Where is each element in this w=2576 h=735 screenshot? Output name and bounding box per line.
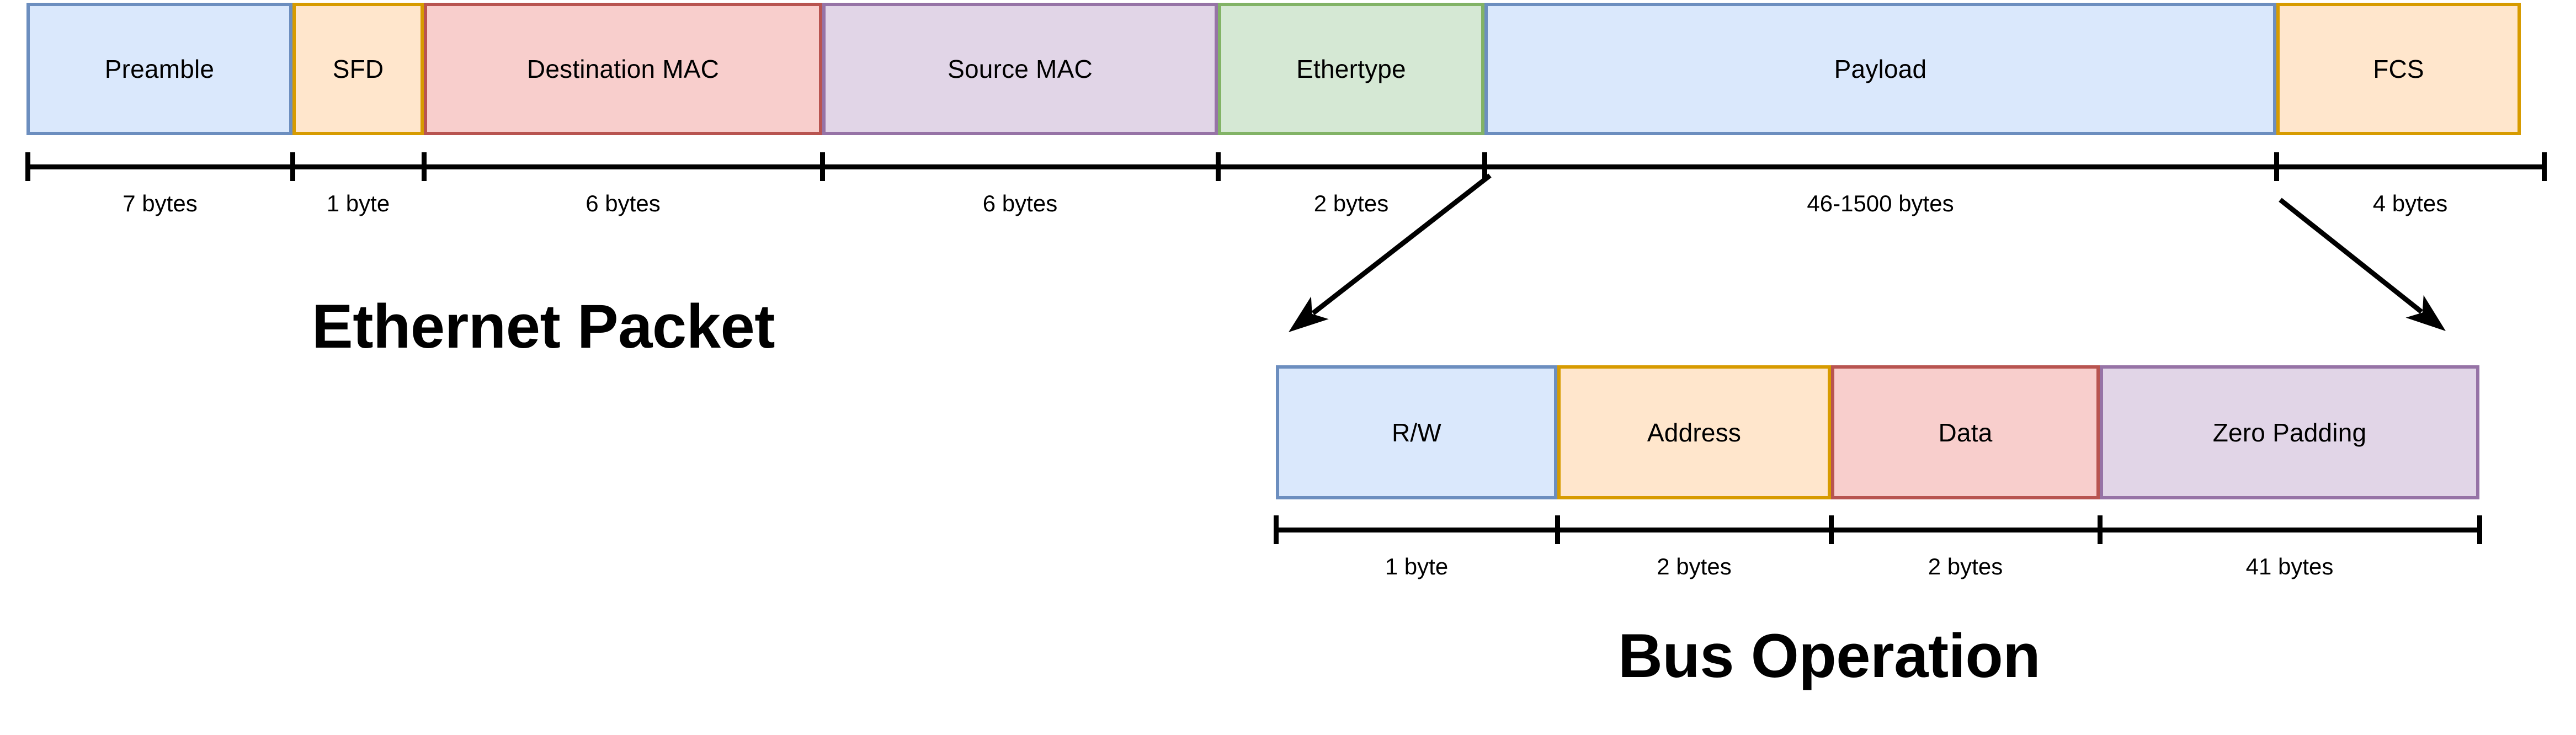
ethernet-field-sfd: SFD xyxy=(292,3,424,135)
bus-size-label-r-w: 1 byte xyxy=(1385,553,1449,579)
ethernet-size-label-payload: 46-1500 bytes xyxy=(1807,190,1954,216)
bus-ruler-tick xyxy=(2477,515,2482,544)
ethernet-field-label: FCS xyxy=(2373,55,2424,83)
ethernet-field-destination-mac: Destination MAC xyxy=(424,3,822,135)
ethernet-ruler-tick xyxy=(1216,152,1221,181)
ethernet-ruler-tick xyxy=(820,152,825,181)
bus-ruler-tick xyxy=(1274,515,1279,544)
ethernet-ruler-tick xyxy=(422,152,427,181)
ethernet-ruler-tick xyxy=(2274,152,2279,181)
ethernet-field-label: SFD xyxy=(332,55,384,83)
arrow-head xyxy=(2405,295,2446,331)
ethernet-field-payload: Payload xyxy=(1484,3,2276,135)
ethernet-field-preamble: Preamble xyxy=(26,3,292,135)
bus-operation-title: Bus Operation xyxy=(1618,621,2041,690)
bus-size-label-address: 2 bytes xyxy=(1657,553,1732,579)
ethernet-size-label-fcs: 4 bytes xyxy=(2372,190,2448,216)
ethernet-size-label-sfd: 1 byte xyxy=(326,190,390,216)
ethernet-field-source-mac: Source MAC xyxy=(822,3,1218,135)
bus-ruler-tick xyxy=(2098,515,2103,544)
arrow-head xyxy=(1289,296,1329,332)
ethernet-ruler-tick xyxy=(25,152,30,181)
ethernet-size-label-source-mac: 6 bytes xyxy=(982,190,1058,216)
bus-field-data: Data xyxy=(1831,365,2100,499)
ethernet-field-label: Destination MAC xyxy=(526,55,720,83)
ethernet-field-label: Preamble xyxy=(104,55,215,83)
ethernet-ruler-tick xyxy=(2542,152,2547,181)
ethernet-ruler-line xyxy=(28,164,2544,169)
bus-field-label: Zero Padding xyxy=(2212,418,2367,447)
ethernet-size-label-ethertype: 2 bytes xyxy=(1313,190,1389,216)
bus-ruler-tick xyxy=(1555,515,1560,544)
ethernet-size-label-destination-mac: 6 bytes xyxy=(586,190,661,216)
bus-field-label: R/W xyxy=(1391,418,1442,447)
bus-field-label: Data xyxy=(1938,418,1993,447)
ethernet-field-label: Source MAC xyxy=(948,55,1093,83)
bus-size-label-zero-padding: 41 bytes xyxy=(2245,553,2334,579)
bus-field-label: Address xyxy=(1647,418,1742,447)
ethernet-field-label: Ethertype xyxy=(1296,55,1406,83)
ethernet-packet-title: Ethernet Packet xyxy=(312,292,775,361)
bus-size-label-data: 2 bytes xyxy=(1928,553,2003,579)
bus-field-address: Address xyxy=(1557,365,1831,499)
bus-field-r-w: R/W xyxy=(1276,365,1557,499)
ethernet-size-label-preamble: 7 bytes xyxy=(123,190,198,216)
bus-ruler-tick xyxy=(1829,515,1834,544)
ethernet-field-fcs: FCS xyxy=(2276,3,2521,135)
ethernet-ruler-tick xyxy=(290,152,295,181)
ethernet-field-label: Payload xyxy=(1834,55,1927,83)
bus-ruler-line xyxy=(1276,528,2479,532)
bus-field-zero-padding: Zero Padding xyxy=(2100,365,2479,499)
ethernet-field-ethertype: Ethertype xyxy=(1218,3,1484,135)
arrow-shaft xyxy=(2279,198,2423,314)
ethernet-ruler-tick xyxy=(1482,152,1487,181)
